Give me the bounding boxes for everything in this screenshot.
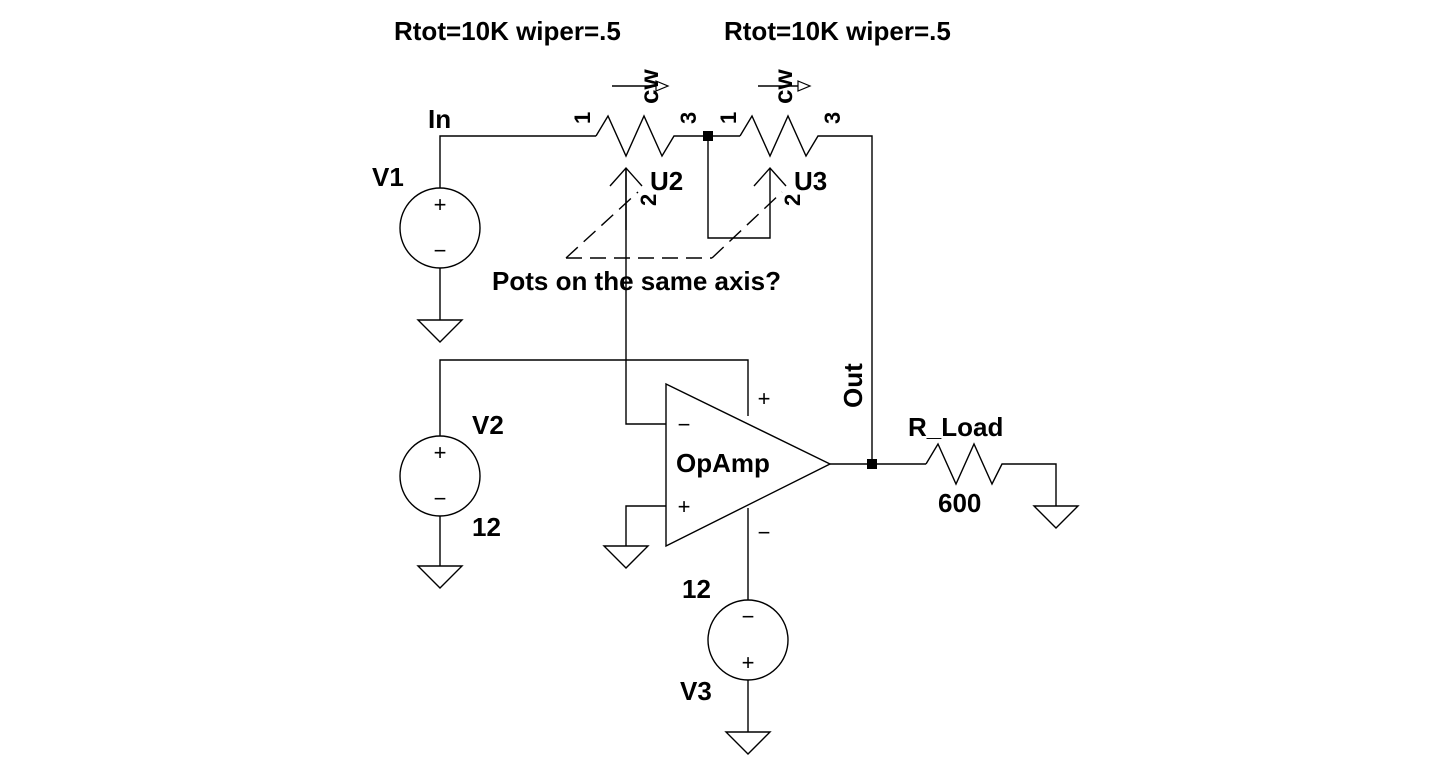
- u3-pin3-label: 3: [820, 112, 845, 124]
- ground-icon-r-load: [1032, 505, 1080, 529]
- v2-plus-sign: +: [434, 440, 447, 465]
- net-label-in: In: [428, 104, 451, 134]
- wire-rload-gnd: [1008, 463, 1057, 506]
- u2-pin3-label: 3: [676, 112, 701, 124]
- opamp-noninverting-sign: +: [678, 494, 691, 519]
- u2-ref-label: U2: [650, 166, 683, 196]
- ground-icon-v1: [416, 319, 464, 343]
- wire-u3-wiper-loop: [707, 136, 771, 239]
- u3-wiper-arrowhead: [753, 166, 787, 187]
- wires: [439, 135, 1057, 732]
- ground-icon-v3: [724, 731, 772, 755]
- u2-cw-label: cw: [634, 69, 664, 104]
- voltage-source-v2[interactable]: + − V2 12: [399, 410, 504, 542]
- v2-body: [399, 435, 481, 517]
- wire-noninv-gnd: [625, 505, 666, 546]
- annotation-comment: Pots on the same axis?: [492, 266, 781, 296]
- voltage-source-v1[interactable]: + − V1: [372, 162, 481, 269]
- opamp-triangle: [665, 382, 832, 548]
- potentiometer-u3[interactable]: Rtot=10K wiper=.5 cw 1 3 2 U3: [716, 16, 951, 206]
- v1-ref-label: V1: [372, 162, 404, 192]
- u3-pin1-label: 1: [716, 112, 741, 124]
- dash-link-u3: [711, 191, 783, 259]
- net-label-out: Out: [838, 363, 868, 408]
- junction-u2-u3: [703, 131, 713, 141]
- opamp-inverting-sign: −: [678, 412, 691, 437]
- u3-pin2-label: 2: [780, 194, 805, 206]
- v3-plus-sign: +: [742, 650, 755, 675]
- u3-cw-label: cw: [768, 69, 798, 104]
- wire-in: [439, 135, 596, 188]
- dash-link-u2: [565, 191, 639, 259]
- wire-out: [830, 135, 873, 464]
- u3-ref-label: U3: [794, 166, 827, 196]
- wire-feedback: [625, 168, 666, 425]
- r-load-value-label: 600: [938, 488, 981, 518]
- resistor-r-load[interactable]: R_Load 600: [908, 412, 1008, 518]
- wire-vplus: [439, 359, 749, 436]
- u3-param-label: Rtot=10K wiper=.5: [724, 16, 951, 46]
- opamp-ref-label: OpAmp: [676, 448, 770, 478]
- u2-wiper-arrowhead: [609, 166, 643, 187]
- v1-minus-sign: −: [434, 238, 447, 263]
- v2-ref-label: V2: [472, 410, 504, 440]
- u3-resistor-zigzag: [739, 114, 830, 158]
- voltage-source-v3[interactable]: − + 12 V3: [680, 574, 789, 706]
- ground-icon-v2: [416, 565, 464, 589]
- v2-value-label: 12: [472, 512, 501, 542]
- u3-cw-arrowhead-icon: [797, 80, 812, 92]
- u2-resistor-zigzag: [595, 114, 686, 158]
- opamp[interactable]: − + + − OpAmp: [665, 382, 832, 548]
- junction-out: [867, 459, 877, 469]
- v1-plus-sign: +: [434, 192, 447, 217]
- u2-pin2-label: 2: [636, 194, 661, 206]
- ground-icon-opamp: [602, 545, 650, 569]
- r-load-ref-label: R_Load: [908, 412, 1003, 442]
- v3-ref-label: V3: [680, 676, 712, 706]
- v2-minus-sign: −: [434, 486, 447, 511]
- v3-minus-sign: −: [742, 604, 755, 629]
- v3-value-label: 12: [682, 574, 711, 604]
- u2-cw-arrowhead-icon: [655, 80, 670, 92]
- u2-param-label: Rtot=10K wiper=.5: [394, 16, 621, 46]
- opamp-vplus-sign: +: [758, 386, 771, 411]
- potentiometer-u2[interactable]: Rtot=10K wiper=.5 cw 1 3 2 U2: [394, 16, 701, 230]
- r-load-zigzag: [925, 442, 1008, 486]
- v3-body: [707, 599, 789, 681]
- u2-pin1-label: 1: [570, 112, 595, 124]
- same-axis-annotation: Pots on the same axis?: [492, 191, 783, 296]
- v1-body: [399, 187, 481, 269]
- opamp-vminus-sign: −: [758, 520, 771, 545]
